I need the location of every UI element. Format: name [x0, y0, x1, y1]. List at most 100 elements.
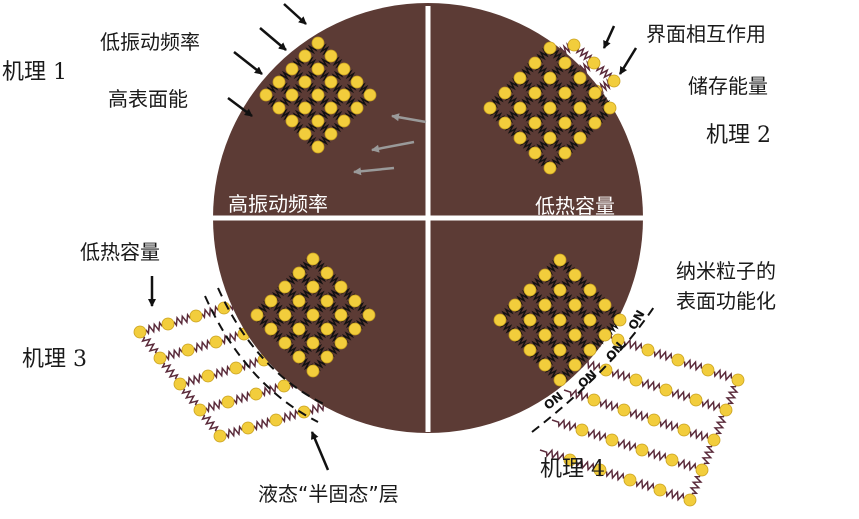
atom	[558, 86, 572, 100]
lattice-q1	[259, 36, 377, 154]
chain-atom	[611, 333, 625, 347]
chain-bond	[187, 338, 217, 354]
chain-atom	[605, 433, 619, 447]
atom	[508, 328, 522, 342]
chain-bond	[235, 356, 265, 372]
chain-bond	[599, 468, 631, 482]
atom	[513, 101, 527, 115]
chain-bond	[611, 438, 643, 452]
chain-atom	[567, 38, 581, 52]
black-arrow	[227, 97, 253, 117]
chain-atom	[133, 325, 147, 339]
atom	[362, 308, 376, 322]
atom	[543, 41, 557, 55]
atom	[324, 49, 338, 63]
atom	[311, 140, 325, 154]
atom	[558, 56, 572, 70]
chain-bond	[695, 398, 727, 412]
atom	[558, 116, 572, 130]
chain-bond	[139, 331, 161, 359]
chain-bond	[593, 62, 615, 82]
atom	[350, 101, 364, 115]
chain-atom	[189, 309, 203, 323]
arrows	[148, 3, 638, 471]
chain-bond	[581, 428, 613, 442]
atom	[523, 313, 537, 327]
chain-atom	[269, 413, 283, 427]
black-arrow	[618, 47, 638, 75]
mechanism-4-label: 机理 4	[540, 457, 605, 482]
chain-atom	[563, 453, 577, 467]
chain-bond	[255, 382, 285, 398]
atom	[306, 336, 320, 350]
black-arrow	[602, 25, 616, 49]
chain-atom	[635, 443, 649, 457]
chain-bond	[677, 358, 709, 372]
atom	[528, 146, 542, 160]
chain-bond	[725, 379, 739, 411]
nanoparticle-label-line-1: 纳米粒子的	[676, 259, 776, 283]
chain-atom	[659, 383, 673, 397]
chain-atom	[173, 377, 187, 391]
chain-atom	[587, 56, 601, 70]
atom	[334, 308, 348, 322]
chain-bond	[623, 408, 655, 422]
atom	[324, 127, 338, 141]
mechanism-2-label: 机理 2	[706, 123, 771, 148]
gray-arrow	[391, 113, 427, 124]
atom	[320, 350, 334, 364]
atom	[483, 101, 497, 115]
atom	[568, 358, 582, 372]
chain-bond	[573, 44, 595, 64]
atom	[298, 101, 312, 115]
chain-atom	[731, 373, 745, 387]
chain-bond	[647, 348, 679, 362]
atom	[324, 75, 338, 89]
chain-bond	[683, 428, 715, 442]
chain-bond	[159, 346, 189, 362]
atom	[306, 308, 320, 322]
chain-atom	[653, 483, 667, 497]
chain-atom	[201, 369, 215, 383]
atom	[568, 268, 582, 282]
atom	[298, 127, 312, 141]
atom	[573, 101, 587, 115]
mechanism-1-label: 机理 1	[2, 60, 67, 85]
black-arrow	[310, 431, 330, 471]
atom	[573, 71, 587, 85]
stored-energy-label: 储存能量	[688, 74, 768, 98]
atom	[558, 146, 572, 160]
semisolid-layer-outer	[204, 295, 319, 423]
functional-layer	[531, 303, 657, 433]
chain-atom	[671, 353, 685, 367]
chain-bond	[139, 320, 169, 336]
atom	[528, 116, 542, 130]
chain-atom	[617, 403, 631, 417]
atom	[568, 298, 582, 312]
atom	[538, 268, 552, 282]
atom	[306, 364, 320, 378]
chain-atom	[607, 74, 621, 88]
atom	[334, 280, 348, 294]
chain-atom	[623, 473, 637, 487]
chain-atom	[683, 493, 697, 507]
chain-bond	[665, 388, 697, 402]
nanoparticle-label-line-2: 表面功能化	[676, 289, 776, 313]
atom	[337, 88, 351, 102]
gray-arrow	[371, 140, 415, 153]
chain-atom	[161, 317, 175, 331]
interface-interaction-label: 界面相互作用	[646, 22, 766, 46]
atom	[523, 283, 537, 297]
atom	[568, 328, 582, 342]
atom	[553, 343, 567, 357]
low-heat-capacity-q3-label: 低热容量	[80, 240, 160, 264]
chain-bond	[671, 458, 703, 472]
atom	[363, 88, 377, 102]
atom	[311, 36, 325, 50]
atom	[528, 56, 542, 70]
chain-bond	[605, 368, 637, 382]
chain-atom	[297, 405, 311, 419]
on-tag: ON	[625, 308, 647, 333]
chain-atom	[229, 361, 243, 375]
